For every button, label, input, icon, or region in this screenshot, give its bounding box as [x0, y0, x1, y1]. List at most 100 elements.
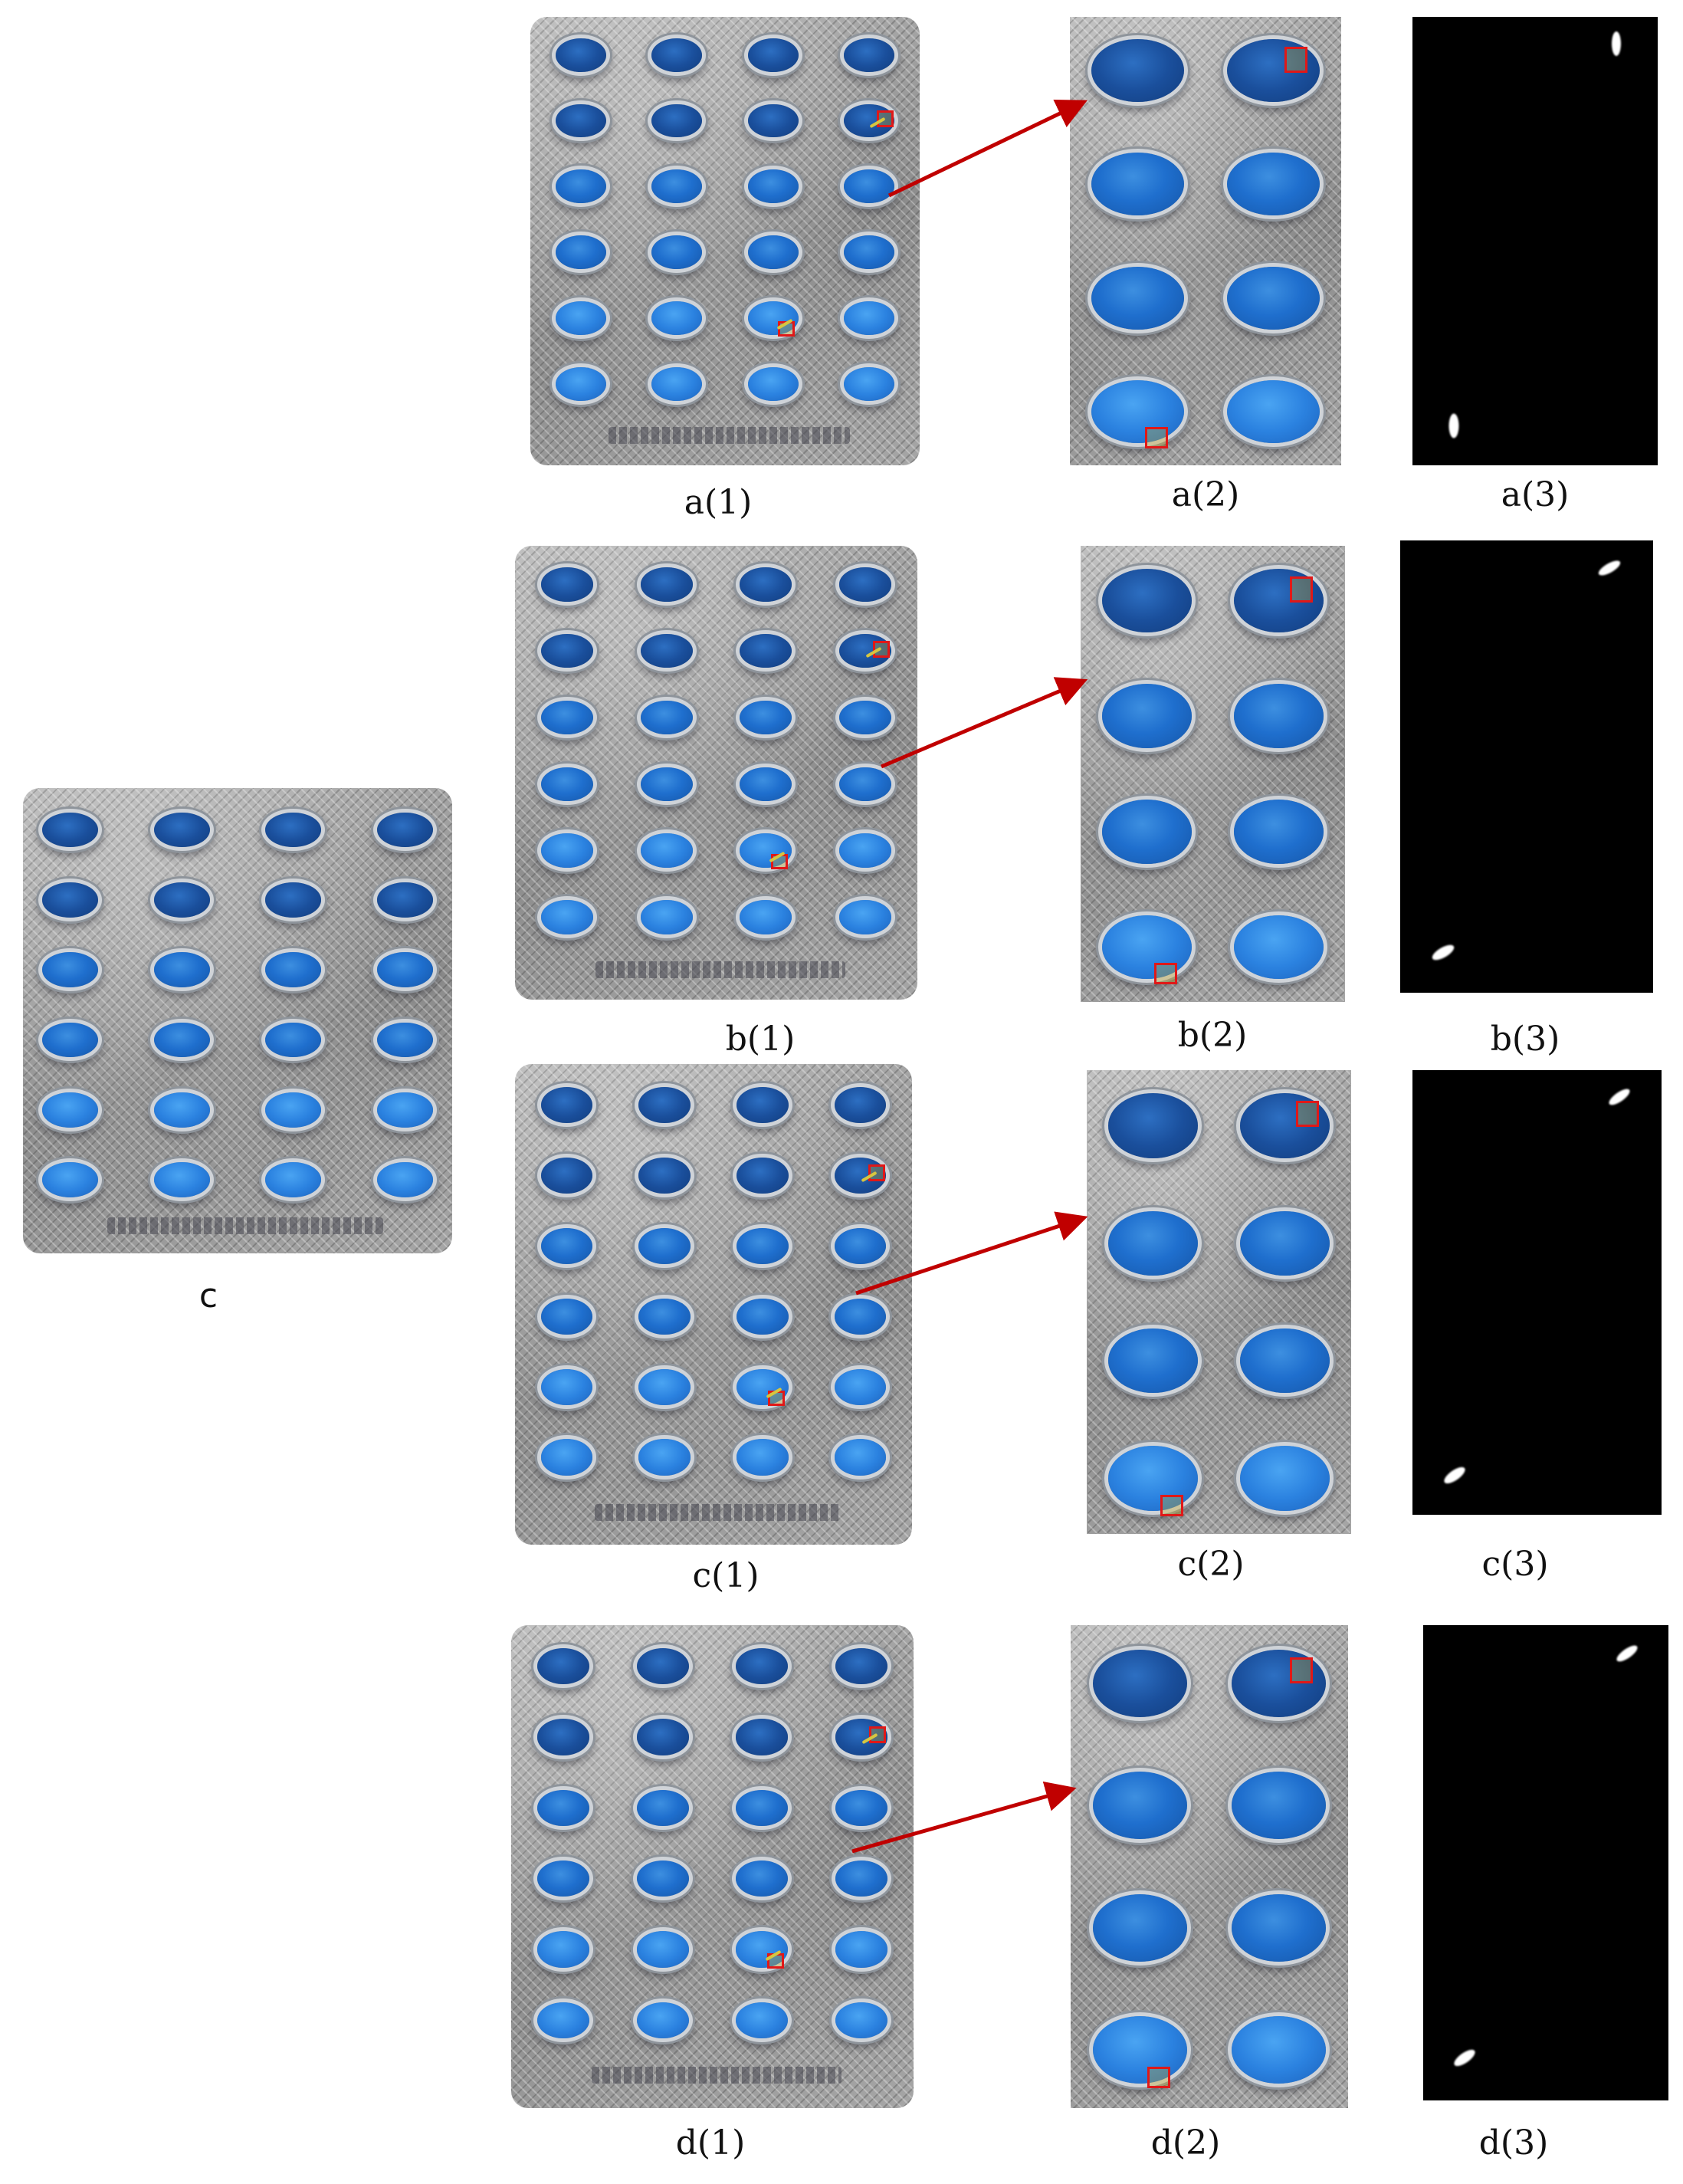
pill	[843, 366, 894, 401]
pill	[1101, 800, 1192, 864]
pill	[747, 366, 799, 401]
pill	[42, 812, 98, 848]
defect-box	[1153, 963, 1177, 985]
pill	[42, 1162, 98, 1197]
pill	[1091, 266, 1184, 330]
pill	[835, 1719, 887, 1755]
caption-a2: a(2)	[1171, 475, 1240, 514]
pill	[834, 1298, 887, 1335]
pill	[835, 1789, 887, 1826]
pill	[740, 833, 792, 868]
pill	[1234, 800, 1324, 864]
caption-c1: c(1)	[692, 1556, 759, 1595]
pill	[1240, 1210, 1330, 1276]
caption-a3: a(3)	[1501, 475, 1570, 514]
pill	[638, 1086, 691, 1123]
pill	[843, 103, 894, 138]
pill	[377, 1022, 433, 1058]
crop-image-d2	[1071, 1625, 1348, 2108]
pill	[747, 169, 799, 204]
pill	[636, 1931, 689, 1968]
pill	[740, 900, 792, 934]
pill	[834, 1368, 887, 1405]
mask-image-a3	[1412, 17, 1658, 465]
pill	[636, 2002, 689, 2039]
caption-c: c	[198, 1276, 218, 1315]
caption-c3: c(3)	[1481, 1545, 1549, 1584]
crop-image-a2	[1070, 17, 1341, 465]
caption-d3: d(3)	[1478, 2123, 1549, 2163]
pill	[737, 1157, 789, 1194]
pill	[1240, 1328, 1330, 1394]
pill	[1092, 1893, 1188, 1962]
pill	[640, 567, 693, 602]
pill	[636, 1861, 689, 1897]
pill	[834, 1157, 887, 1194]
caption-b1: b(1)	[725, 1020, 796, 1059]
pill	[265, 882, 322, 918]
pill	[838, 633, 891, 668]
pill	[42, 1022, 98, 1058]
reference-blister-image	[23, 788, 452, 1253]
pill	[835, 1931, 887, 1968]
pill	[640, 700, 693, 735]
pill	[540, 1368, 592, 1405]
pill	[737, 1298, 789, 1335]
pill	[740, 767, 792, 801]
pill	[1227, 266, 1320, 330]
pill	[1091, 153, 1184, 216]
pill	[541, 700, 594, 735]
defect-box	[1284, 47, 1307, 74]
pill	[1234, 915, 1324, 980]
pill	[556, 169, 607, 204]
pill	[1107, 1093, 1198, 1158]
defect-box	[1160, 1494, 1183, 1516]
pill	[736, 1789, 789, 1826]
pill	[537, 1861, 590, 1897]
pill	[638, 1439, 691, 1476]
pill	[737, 1368, 789, 1405]
pill	[838, 700, 891, 735]
blister-image-a1	[530, 17, 920, 465]
pill	[1240, 1446, 1330, 1511]
pill	[540, 1227, 592, 1264]
blister-image-b1	[515, 546, 917, 1000]
mask-image-b3	[1400, 540, 1653, 993]
pill	[537, 1647, 590, 1685]
crop-image-b2	[1081, 546, 1345, 1002]
pill	[153, 882, 210, 918]
pill	[1092, 2016, 1188, 2084]
pill	[838, 567, 891, 602]
defect-box	[1295, 1101, 1319, 1128]
pill	[1231, 2016, 1327, 2084]
pill	[537, 2002, 590, 2039]
pill	[838, 900, 891, 934]
defect-box	[1147, 2067, 1171, 2089]
pill	[541, 633, 594, 668]
pill	[651, 169, 703, 204]
pill	[638, 1227, 691, 1264]
pill	[540, 1086, 592, 1123]
pill	[638, 1368, 691, 1405]
pill	[540, 1439, 592, 1476]
pill	[42, 1092, 98, 1128]
pill	[740, 633, 792, 668]
pill	[1092, 1649, 1188, 1717]
pill	[1091, 379, 1184, 443]
pill	[1101, 568, 1192, 633]
pill	[541, 833, 594, 868]
pill	[42, 882, 98, 918]
arrow-c	[855, 1211, 1088, 1296]
print-code	[592, 2067, 842, 2084]
pill	[640, 767, 693, 801]
pill	[556, 235, 607, 270]
pill	[737, 1086, 789, 1123]
pill	[540, 1298, 592, 1335]
pill	[556, 301, 607, 335]
pill	[377, 952, 433, 987]
pill	[640, 900, 693, 934]
pill	[377, 812, 433, 848]
pill	[843, 38, 894, 72]
pill	[747, 38, 799, 72]
